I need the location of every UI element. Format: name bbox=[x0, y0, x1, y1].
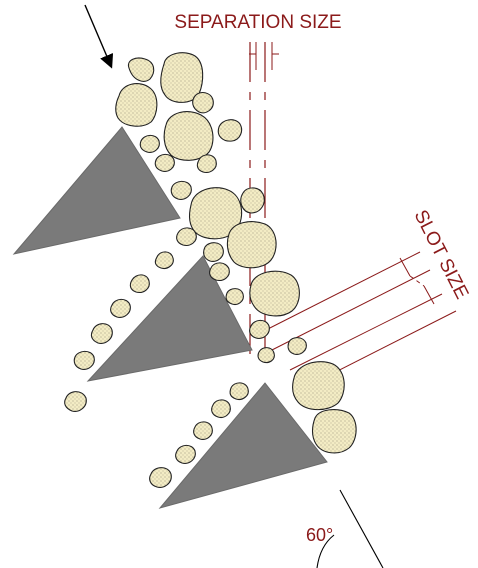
stone bbox=[257, 347, 275, 364]
stone bbox=[209, 262, 230, 281]
stone bbox=[73, 350, 95, 370]
slot-size-label: SLOT SIZE bbox=[410, 207, 473, 303]
stone bbox=[139, 134, 160, 153]
slot-size-dimension bbox=[257, 251, 457, 389]
stone bbox=[249, 319, 270, 339]
stone bbox=[226, 221, 277, 269]
stone bbox=[217, 119, 243, 142]
stone bbox=[64, 391, 87, 412]
angle-label: 60° bbox=[306, 525, 333, 545]
stone bbox=[193, 421, 213, 440]
stone bbox=[127, 57, 155, 82]
stone bbox=[203, 242, 224, 262]
stone bbox=[240, 187, 265, 214]
stone bbox=[175, 444, 196, 464]
angle-indicator bbox=[316, 489, 384, 568]
stone bbox=[149, 467, 172, 488]
flow-arrow-icon bbox=[84, 4, 114, 69]
stone bbox=[229, 382, 249, 400]
stone bbox=[163, 111, 214, 161]
stone bbox=[291, 361, 345, 411]
stones bbox=[64, 52, 357, 488]
stone bbox=[311, 409, 357, 454]
grizzly-bar-1 bbox=[12, 126, 181, 255]
grizzly-bar-3 bbox=[158, 382, 328, 509]
grizzly-bar-2 bbox=[86, 255, 253, 382]
stone bbox=[154, 251, 174, 269]
stone bbox=[176, 227, 197, 246]
stone bbox=[287, 337, 307, 355]
stone bbox=[249, 270, 300, 317]
stone bbox=[154, 153, 175, 172]
stone bbox=[110, 298, 131, 318]
stone bbox=[225, 288, 244, 305]
stone bbox=[129, 274, 150, 293]
stone bbox=[196, 154, 217, 173]
stone bbox=[192, 91, 214, 114]
stone bbox=[170, 180, 192, 200]
stone bbox=[211, 399, 231, 418]
separation-size-label: SEPARATION SIZE bbox=[174, 12, 341, 33]
stone bbox=[90, 323, 113, 344]
stone bbox=[115, 83, 158, 127]
